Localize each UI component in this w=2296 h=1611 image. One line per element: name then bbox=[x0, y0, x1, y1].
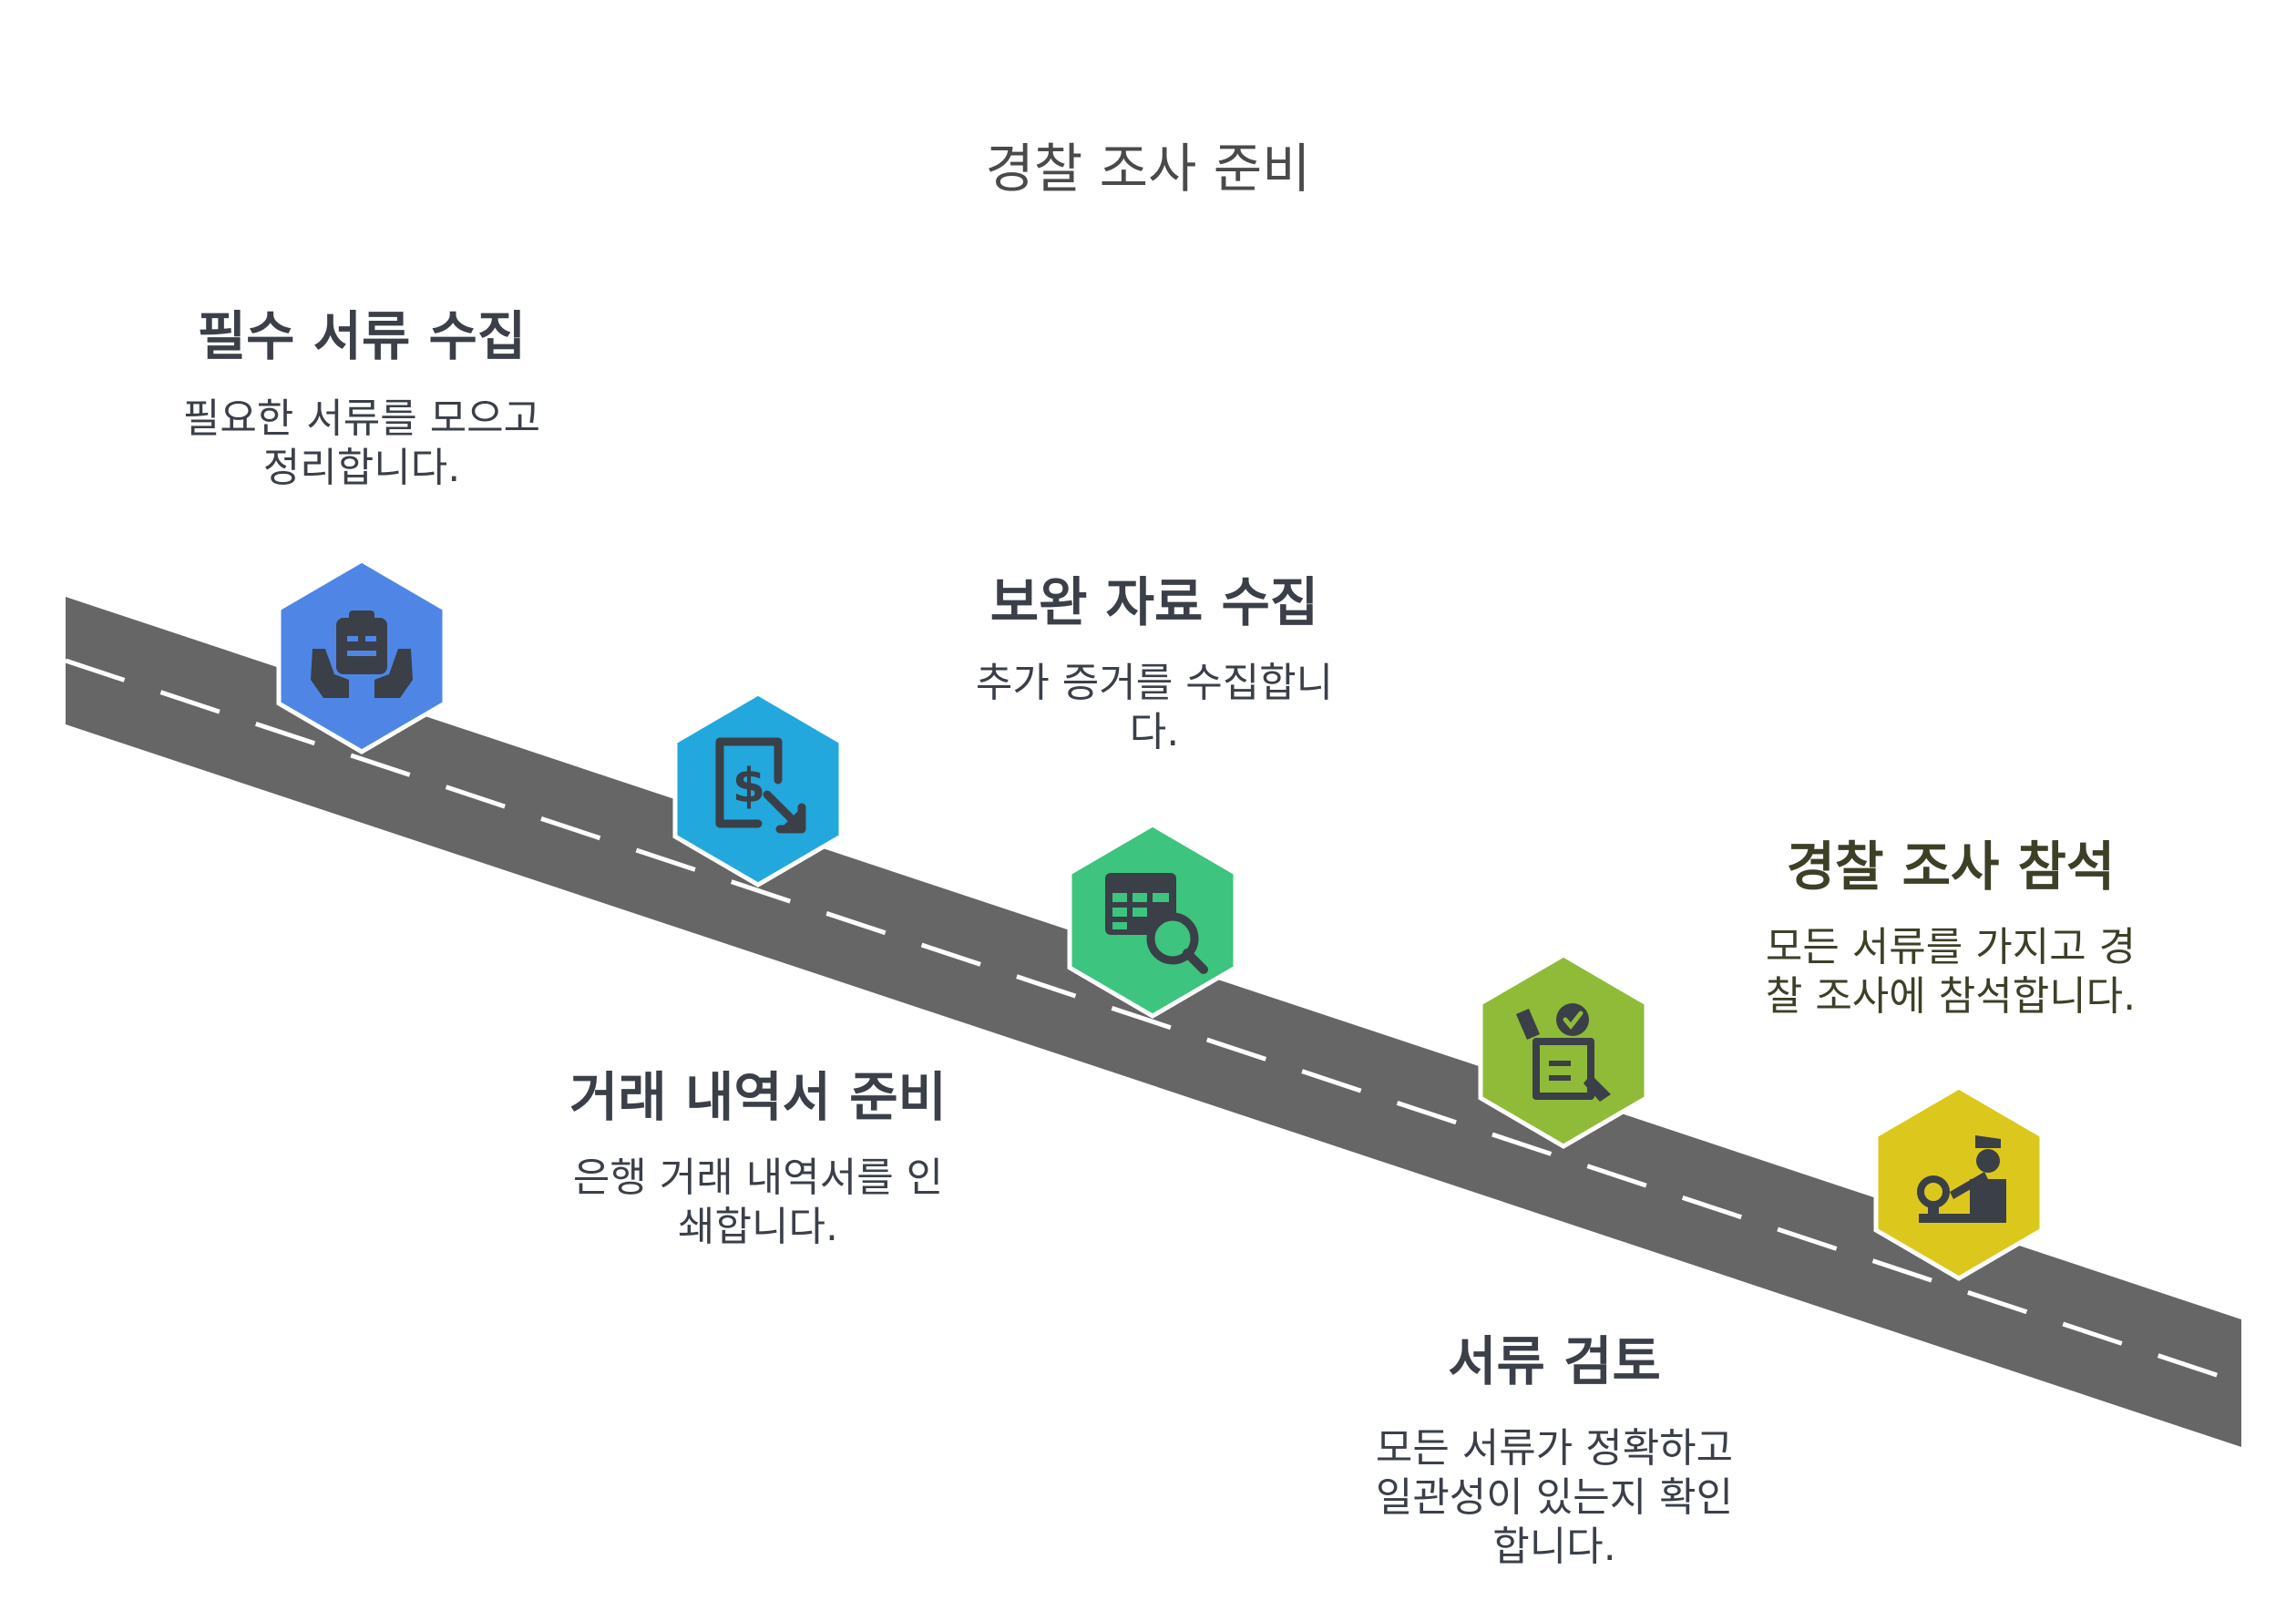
step-4-marker bbox=[1478, 952, 1649, 1149]
step-4-description: 모든 서류가 정확하고 일관성이 있는지 확인 합니다. bbox=[1375, 1425, 1734, 1570]
police-officer-desk-icon bbox=[1917, 1135, 2006, 1223]
document-check-icon bbox=[1516, 1003, 1611, 1102]
svg-text:$: $ bbox=[733, 759, 765, 814]
step-2-title: 거래 내역서 준비 bbox=[569, 1066, 947, 1128]
invoice-dollar-icon: $ bbox=[715, 737, 806, 834]
step-3-marker bbox=[1067, 822, 1238, 1019]
diagram-title: 경찰 조사 준비 bbox=[985, 138, 1311, 200]
step-2-marker: $ bbox=[672, 691, 844, 888]
table-search-icon bbox=[1105, 873, 1208, 974]
step-5-title: 경찰 조사 참석 bbox=[1786, 836, 2116, 898]
road-center-dashes bbox=[65, 658, 2242, 1386]
step-4-title: 서류 검토 bbox=[1448, 1330, 1661, 1392]
clipboard-hands-icon bbox=[311, 611, 413, 698]
step-3-description: 추가 증거를 수집합니 다. bbox=[975, 660, 1334, 755]
step-1-marker bbox=[276, 558, 447, 754]
step-5-marker bbox=[1873, 1084, 2045, 1281]
step-1-description: 필요한 서류를 모으고 정리합니다. bbox=[182, 395, 541, 491]
step-3-title: 보완 자료 수집 bbox=[989, 571, 1319, 633]
step-1-title: 필수 서류 수집 bbox=[197, 305, 527, 367]
step-5-description: 모든 서류를 가지고 경 찰 조사에 참석합니다. bbox=[1765, 924, 2137, 1020]
step-2-description: 은행 거래 내역서를 인 쇄합니다. bbox=[572, 1154, 944, 1250]
